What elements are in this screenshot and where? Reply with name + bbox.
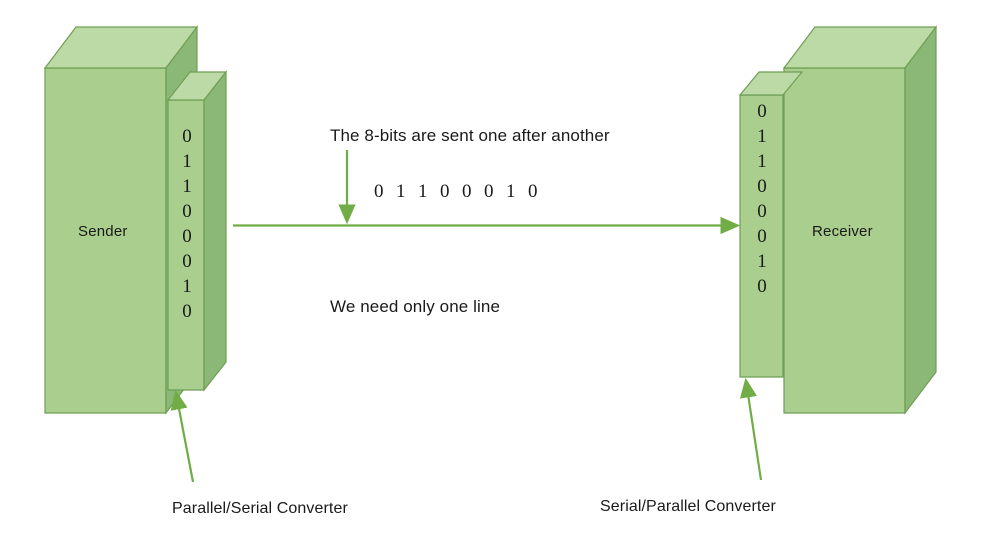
sender-converter-right-face [203,70,227,392]
receiver-label: Receiver [812,223,873,240]
parallel-serial-converter-caption: Parallel/Serial Converter [172,500,348,517]
bit-digit: 0 [182,301,192,322]
receiver-right-face [904,25,937,415]
receiver-front-face [783,67,906,414]
bit-digit: 0 [757,201,767,222]
bit-digit: 1 [182,176,192,197]
bottom-note-text: We need only one line [330,297,501,316]
receiver-bit-column: 0 1 1 0 0 0 1 0 [750,99,774,299]
bit-digit: 1 [182,276,192,297]
bit-digit: 0 [182,226,192,247]
sender-front-face [44,67,167,414]
serial-stream-text: 0 1 1 0 0 0 1 0 [374,181,539,202]
bit-digit: 1 [757,151,767,172]
sender-converter-box-3d [166,70,228,392]
receiver-converter-box-3d [738,71,804,378]
bit-digit: 0 [182,126,192,147]
receiver-box-3d [782,25,938,415]
sender-label: Sender [78,223,128,240]
sender-bit-column: 0 1 1 0 0 0 1 0 [175,124,199,324]
bit-digit: 0 [757,276,767,297]
top-note-text: The 8-bits are sent one after another [330,126,610,145]
receiver-converter-top-face [738,71,804,96]
bit-digit: 0 [182,201,192,222]
bit-digit: 1 [182,151,192,172]
parallel-serial-converter-arrow [170,389,195,483]
bit-digit: 0 [182,251,192,272]
bit-digit: 1 [757,126,767,147]
bit-digit: 0 [757,226,767,247]
bit-digit: 0 [757,176,767,197]
serial-parallel-converter-arrow [739,377,763,481]
bit-digit: 0 [757,101,767,122]
serial-parallel-converter-caption: Serial/Parallel Converter [600,498,776,515]
bit-digit: 1 [757,251,767,272]
